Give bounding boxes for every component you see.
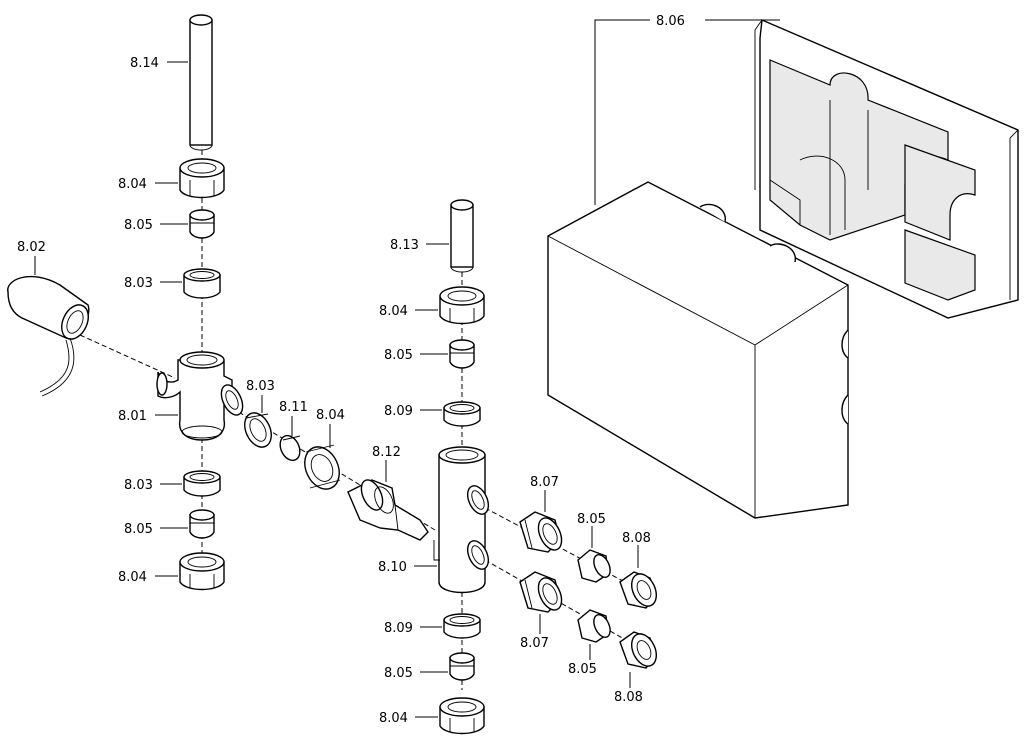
part-labels: 8.06 8.14 8.04 8.05 8.03 8.02 8.01 8.03 … xyxy=(17,14,685,726)
label-8-05-right-bottom: 8.05 xyxy=(384,666,413,681)
adapter-8-12 xyxy=(347,479,429,541)
leader-lines xyxy=(34,61,639,718)
label-8-05-bottom: 8.05 xyxy=(124,522,153,537)
insulation-shell-back xyxy=(754,18,1019,319)
olive-8-05-right-bottom xyxy=(449,652,475,681)
cap-nut-8-08-upper xyxy=(619,571,657,609)
olive-8-05-far-upper xyxy=(577,549,611,583)
label-8-04-right-bottom: 8.04 xyxy=(379,711,408,726)
pipe-8-14 xyxy=(189,14,213,151)
label-8-06: 8.06 xyxy=(656,14,685,29)
label-8-05-top: 8.05 xyxy=(124,218,153,233)
label-8-14: 8.14 xyxy=(130,56,159,71)
label-8-03-top: 8.03 xyxy=(124,276,153,291)
actuator-8-02 xyxy=(7,275,90,397)
label-8-13: 8.13 xyxy=(390,238,419,253)
valve-body-8-01 xyxy=(156,351,244,441)
nipple-8-07-lower xyxy=(519,571,563,613)
olive-8-05-right-top xyxy=(449,339,475,369)
olive-8-05-far-lower xyxy=(577,609,611,643)
sleeve-8-11 xyxy=(279,434,301,462)
nut-8-04-top xyxy=(179,158,225,199)
ring-8-09-bottom xyxy=(443,613,481,639)
label-8-05-far-lower: 8.05 xyxy=(568,662,597,677)
label-8-04-bottom: 8.04 xyxy=(118,570,147,585)
label-8-05-right-top: 8.05 xyxy=(384,348,413,363)
label-8-09-bottom: 8.09 xyxy=(384,621,413,636)
label-8-08-upper: 8.08 xyxy=(622,531,651,546)
pipe-8-13 xyxy=(450,199,474,273)
nut-8-04-bottom xyxy=(179,552,225,591)
label-8-08-lower: 8.08 xyxy=(614,690,643,705)
label-8-07-lower: 8.07 xyxy=(520,636,549,651)
label-8-04-top: 8.04 xyxy=(118,177,147,192)
label-8-10: 8.10 xyxy=(378,560,407,575)
olive-8-05-bottom xyxy=(189,509,215,539)
insulation-shell-front xyxy=(547,181,849,519)
leader-8-06 xyxy=(594,19,780,205)
nut-8-04-right-top xyxy=(439,286,485,325)
label-8-07-upper: 8.07 xyxy=(530,475,559,490)
ring-8-03-side xyxy=(244,412,272,448)
label-8-01: 8.01 xyxy=(118,409,147,424)
nut-8-04-right-bottom xyxy=(439,697,485,735)
ring-8-03-bottom xyxy=(183,470,221,497)
nipple-8-07-upper xyxy=(519,511,563,553)
label-8-11: 8.11 xyxy=(279,400,308,415)
label-8-05-far-upper: 8.05 xyxy=(577,512,606,527)
label-8-04-side: 8.04 xyxy=(316,408,345,423)
label-8-03-side: 8.03 xyxy=(246,379,275,394)
label-8-03-bottom: 8.03 xyxy=(124,478,153,493)
ring-8-09-top xyxy=(443,401,481,427)
nut-8-04-side xyxy=(304,444,341,490)
ring-8-03-top xyxy=(183,268,221,299)
label-8-09-top: 8.09 xyxy=(384,404,413,419)
label-8-12: 8.12 xyxy=(372,445,401,460)
manifold-8-10 xyxy=(433,446,490,594)
olive-8-05-top xyxy=(189,209,215,239)
label-8-04-right-top: 8.04 xyxy=(379,304,408,319)
cap-nut-8-08-lower xyxy=(619,631,657,669)
label-8-02: 8.02 xyxy=(17,240,46,255)
